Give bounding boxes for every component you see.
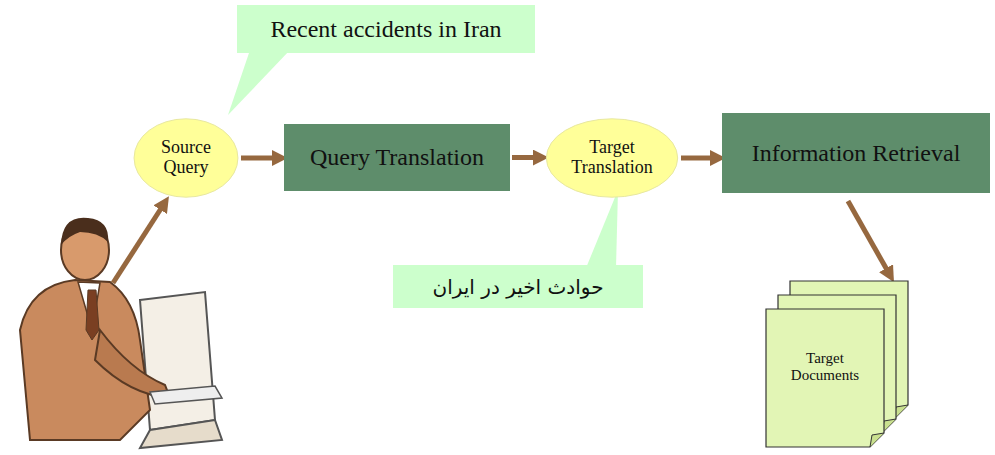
tie: [86, 290, 99, 340]
node-label: Query Translation: [310, 144, 484, 170]
flow-arrow: [241, 156, 275, 161]
flow-arrow: [681, 156, 713, 161]
document-stack: Target Documents: [765, 280, 911, 450]
person-hair: [61, 218, 108, 245]
person-body: [20, 280, 150, 440]
translation-callout: حوادث اخیر در ایران: [393, 265, 643, 308]
source-ellipse: Source Query: [133, 118, 239, 198]
target-ellipse: Target Translation: [545, 118, 679, 198]
user-illustration: [20, 218, 222, 448]
callout-tail: [586, 190, 618, 268]
node-label: Source Query: [154, 138, 218, 178]
flow-arrow: [512, 155, 536, 160]
flow-arrow: [848, 201, 888, 271]
node-label: Target Documents: [783, 350, 867, 383]
node-label: Recent accidents in Iran: [270, 16, 501, 42]
person-arm: [95, 330, 170, 398]
monitor-back: [140, 292, 215, 430]
callout-tail: [228, 50, 290, 115]
query-callout: Recent accidents in Iran: [237, 5, 535, 53]
process-box: Information Retrieval: [722, 113, 990, 193]
keyboard: [150, 386, 222, 404]
process-box: Query Translation: [284, 124, 510, 191]
node-label: Target Translation: [562, 138, 662, 178]
node-label: Information Retrieval: [752, 140, 961, 166]
user-arrow: [113, 207, 162, 283]
node-label: حوادث اخیر در ایران: [432, 276, 603, 298]
monitor-base: [140, 420, 222, 448]
